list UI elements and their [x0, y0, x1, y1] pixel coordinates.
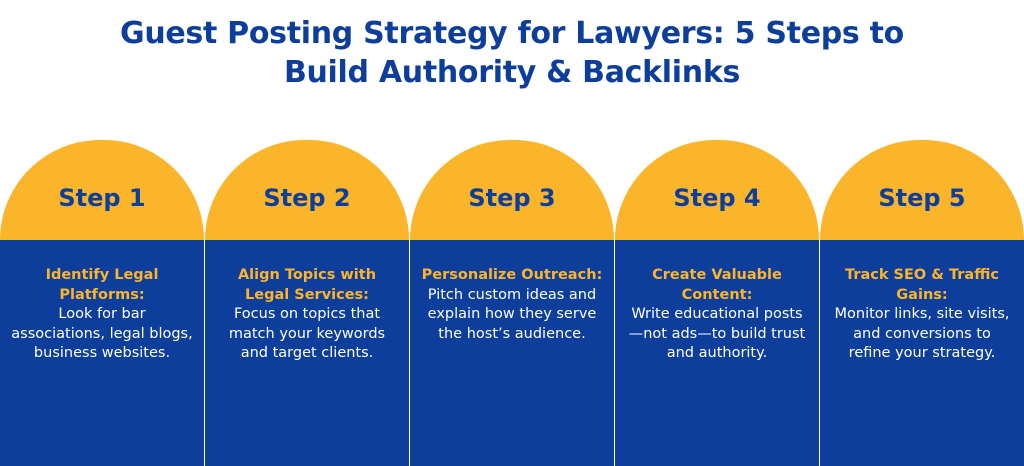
step-1-label: Step 1 [58, 184, 146, 212]
step-5-description: Monitor links, site visits, and conversi… [834, 306, 1010, 361]
step-4-heading: Create Valuable Content: [652, 267, 782, 303]
step-3-heading: Personalize Outreach: [421, 267, 603, 283]
step-2-description: Focus on topics that match your keywords… [228, 306, 386, 361]
step-2-body: Align Topics with Legal Services: Focus … [205, 240, 409, 466]
step-card-5: Step 5 Track SEO & Traffic Gains: Monito… [820, 140, 1024, 466]
step-4-body: Create Valuable Content: Write education… [615, 240, 819, 466]
step-5-text: Track SEO & Traffic Gains: Monitor links… [830, 266, 1014, 364]
step-3-text: Personalize Outreach: Pitch custom ideas… [420, 266, 604, 344]
step-card-2: Step 2 Align Topics with Legal Services:… [205, 140, 409, 466]
page-title-line-1: Guest Posting Strategy for Lawyers: 5 St… [120, 16, 904, 51]
step-4-description: Write educational posts—not ads—to build… [628, 306, 806, 361]
step-card-1: Step 1 Identify Legal Platforms: Look fo… [0, 140, 204, 466]
step-2-text: Align Topics with Legal Services: Focus … [215, 266, 399, 364]
page-title: Guest Posting Strategy for Lawyers: 5 St… [0, 14, 1024, 92]
step-3-description: Pitch custom ideas and explain how they … [427, 286, 597, 342]
step-5-heading: Track SEO & Traffic Gains: [845, 267, 999, 303]
step-1-heading: Identify Legal Platforms: [45, 267, 159, 303]
step-2-label: Step 2 [263, 184, 351, 212]
step-1-text: Identify Legal Platforms: Look for bar a… [10, 266, 194, 364]
step-card-4: Step 4 Create Valuable Content: Write ed… [615, 140, 819, 466]
step-3-body: Personalize Outreach: Pitch custom ideas… [410, 240, 614, 466]
steps-row: Step 1 Identify Legal Platforms: Look fo… [0, 140, 1024, 466]
step-3-label: Step 3 [468, 184, 556, 212]
step-1-description: Look for bar associations, legal blogs, … [11, 306, 193, 361]
step-card-3: Step 3 Personalize Outreach: Pitch custo… [410, 140, 614, 466]
step-2-heading: Align Topics with Legal Services: [237, 267, 377, 303]
step-5-label: Step 5 [878, 184, 966, 212]
step-4-label: Step 4 [673, 184, 761, 212]
step-5-body: Track SEO & Traffic Gains: Monitor links… [820, 240, 1024, 466]
step-1-body: Identify Legal Platforms: Look for bar a… [0, 240, 204, 466]
page-title-line-2: Build Authority & Backlinks [283, 55, 741, 90]
step-4-text: Create Valuable Content: Write education… [625, 266, 809, 364]
